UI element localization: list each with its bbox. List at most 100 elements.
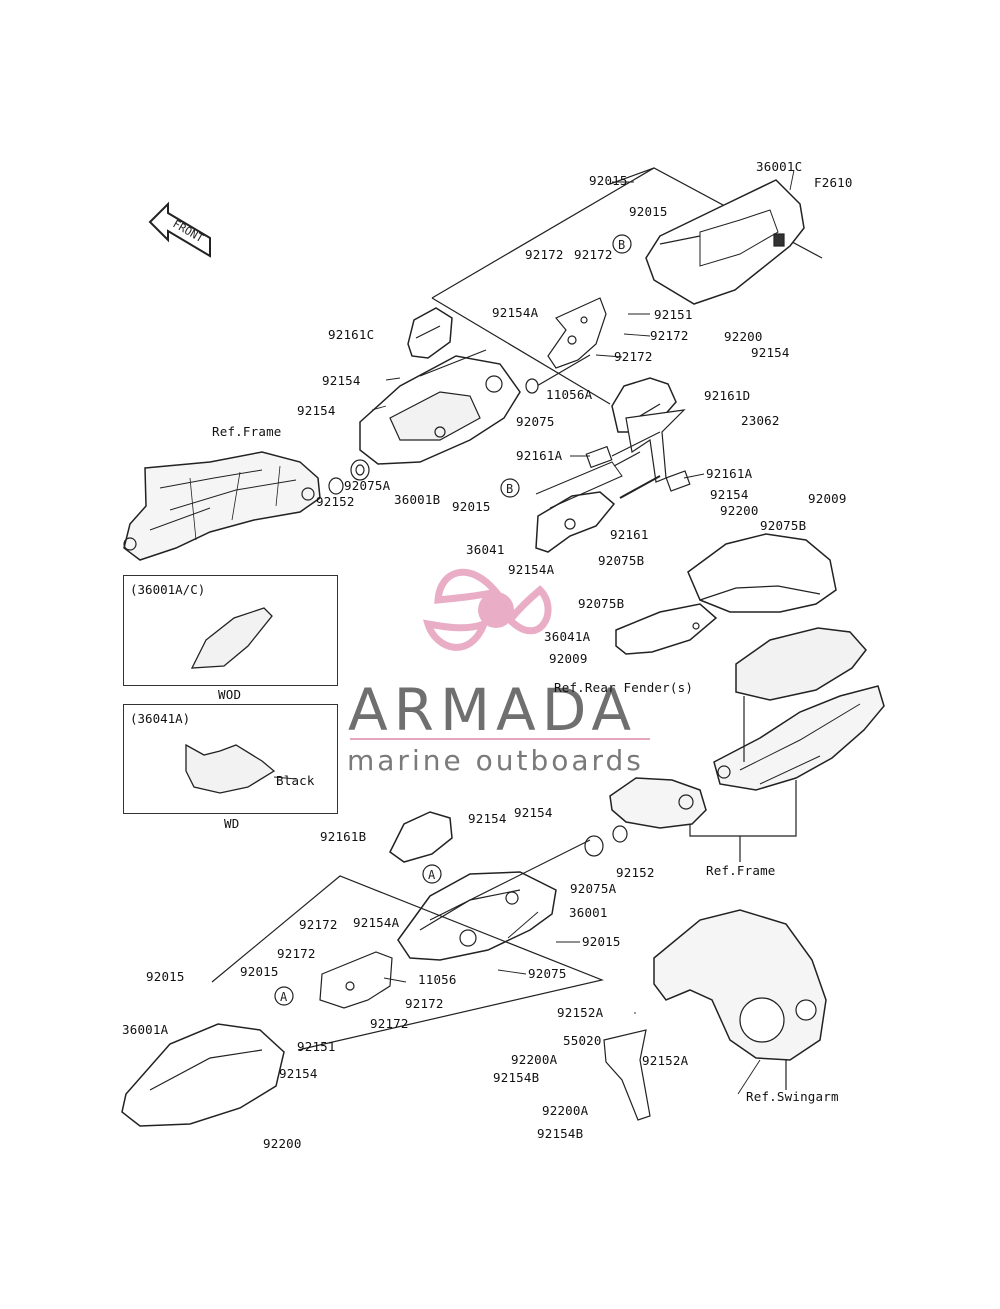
inset-seat-cover-shape bbox=[190, 607, 273, 669]
bracket-11056-shape bbox=[319, 951, 393, 1009]
part-label: 92015 bbox=[582, 934, 621, 949]
part-label: 92161B bbox=[320, 829, 367, 844]
callout-a-upper: A bbox=[422, 864, 442, 884]
callout-b-lower: B bbox=[500, 478, 520, 498]
part-label: Ref.Swingarm bbox=[746, 1089, 839, 1104]
part-label: 92154 bbox=[322, 373, 361, 388]
part-label: 92200 bbox=[720, 503, 759, 518]
part-label: 92172 bbox=[650, 328, 689, 343]
callout-a-lower: A bbox=[274, 986, 294, 1006]
part-label: 92075 bbox=[516, 414, 555, 429]
part-label: 92075B bbox=[578, 596, 625, 611]
part-label: 55020 bbox=[563, 1033, 602, 1048]
spacer-92075-a-shape bbox=[525, 378, 539, 394]
part-label: 92015 bbox=[452, 499, 491, 514]
part-label: 36001B bbox=[394, 492, 441, 507]
part-label: 92009 bbox=[808, 491, 847, 506]
part-label: 92154A bbox=[492, 305, 539, 320]
watermark-brand-name: ARMADA bbox=[348, 676, 638, 744]
part-label: Ref.Frame bbox=[212, 424, 282, 439]
part-label: 92009 bbox=[549, 651, 588, 666]
cover-92161c-shape bbox=[407, 307, 453, 359]
part-label: 92075A bbox=[344, 478, 391, 493]
inset-box-caption: WD bbox=[224, 816, 240, 831]
inset-box-title: (36041A) bbox=[130, 711, 191, 726]
part-label: 92015 bbox=[146, 969, 185, 984]
part-label: 92075A bbox=[570, 881, 617, 896]
bracket-11056a-shape bbox=[547, 297, 607, 369]
part-label: 92154 bbox=[751, 345, 790, 360]
part-label: 92154B bbox=[537, 1126, 584, 1141]
armada-propeller-logo-icon bbox=[422, 568, 552, 651]
part-label: 92151 bbox=[297, 1039, 336, 1054]
part-label: 92075B bbox=[760, 518, 807, 533]
spacer-92075a-a-shape bbox=[350, 459, 370, 481]
part-label: 92200A bbox=[511, 1052, 558, 1067]
part-label: 36001 bbox=[569, 905, 608, 920]
part-label: 92161D bbox=[704, 388, 751, 403]
part-label: 92172 bbox=[574, 247, 613, 262]
part-label: 92200A bbox=[542, 1103, 589, 1118]
part-label: 92172 bbox=[405, 996, 444, 1011]
part-label: Ref.Frame bbox=[706, 863, 776, 878]
inset-part-36041a-shape bbox=[185, 743, 297, 794]
part-label: 92161 bbox=[610, 527, 649, 542]
callout-b-upper: B bbox=[612, 234, 632, 254]
part-label: 36041 bbox=[466, 542, 505, 557]
part-label: 92154 bbox=[710, 487, 749, 502]
part-label: 92075 bbox=[528, 966, 567, 981]
cover-36001b-shape bbox=[359, 349, 521, 465]
part-label: 92154 bbox=[279, 1066, 318, 1081]
inset-box-36041a: (36041A) Black bbox=[123, 704, 338, 814]
part-label: 92015 bbox=[240, 964, 279, 979]
svg-text:B: B bbox=[506, 482, 513, 496]
inset-black-note: Black bbox=[276, 773, 315, 788]
washer-92152-b-shape bbox=[612, 825, 628, 843]
frame-lower-shape bbox=[609, 777, 707, 829]
part-label: 92152A bbox=[642, 1053, 689, 1068]
part-label: 92200 bbox=[724, 329, 763, 344]
frame-right-shape bbox=[713, 685, 885, 791]
cover-92161b-shape bbox=[389, 811, 453, 863]
rear-fender-shape bbox=[687, 533, 867, 701]
part-label: Ref.Rear Fender(s) bbox=[554, 680, 694, 695]
part-label: 92172 bbox=[525, 247, 564, 262]
front-arrow-icon: FRONT bbox=[148, 201, 211, 258]
part-label: 92154A bbox=[508, 562, 555, 577]
part-label: 92154B bbox=[493, 1070, 540, 1085]
diagram-code: F2610 bbox=[814, 175, 853, 190]
part-label: 92152 bbox=[316, 494, 355, 509]
bracket-55020-shape bbox=[603, 1029, 651, 1121]
part-label: 11056A bbox=[546, 387, 593, 402]
inset-box-caption: WOD bbox=[218, 687, 242, 702]
washer-92152-a-shape bbox=[328, 477, 344, 495]
part-label: 92154A bbox=[353, 915, 400, 930]
frame-left-shape bbox=[123, 451, 321, 561]
part-label: 23062 bbox=[741, 413, 780, 428]
part-label: 92152A bbox=[557, 1005, 604, 1020]
svg-text:B: B bbox=[618, 238, 625, 252]
part-label: 92161A bbox=[516, 448, 563, 463]
part-label: 92154 bbox=[297, 403, 336, 418]
part-label: 92172 bbox=[370, 1016, 409, 1031]
part-36041-shape bbox=[535, 461, 623, 553]
watermark-divider bbox=[350, 738, 650, 740]
part-label: 36041A bbox=[544, 629, 591, 644]
seat-cover-36001c-shape bbox=[645, 179, 805, 305]
inset-box-36001a-c: (36001A/C) bbox=[123, 575, 338, 686]
part-label: 92075B bbox=[598, 553, 645, 568]
part-label: 92200 bbox=[263, 1136, 302, 1151]
part-label: 92154 bbox=[468, 811, 507, 826]
part-label: 36001C bbox=[756, 159, 803, 174]
part-label: 92015 bbox=[589, 173, 628, 188]
swingarm-shape bbox=[653, 909, 827, 1061]
part-label: 92015 bbox=[629, 204, 668, 219]
inset-box-title: (36001A/C) bbox=[130, 582, 206, 597]
part-label: 11056 bbox=[418, 972, 457, 987]
svg-text:A: A bbox=[280, 990, 288, 1004]
seat-cover-36001a-shape bbox=[121, 1023, 285, 1127]
part-label: 92154 bbox=[514, 805, 553, 820]
part-label: 36001A bbox=[122, 1022, 169, 1037]
seat-36001-shape bbox=[397, 871, 557, 961]
